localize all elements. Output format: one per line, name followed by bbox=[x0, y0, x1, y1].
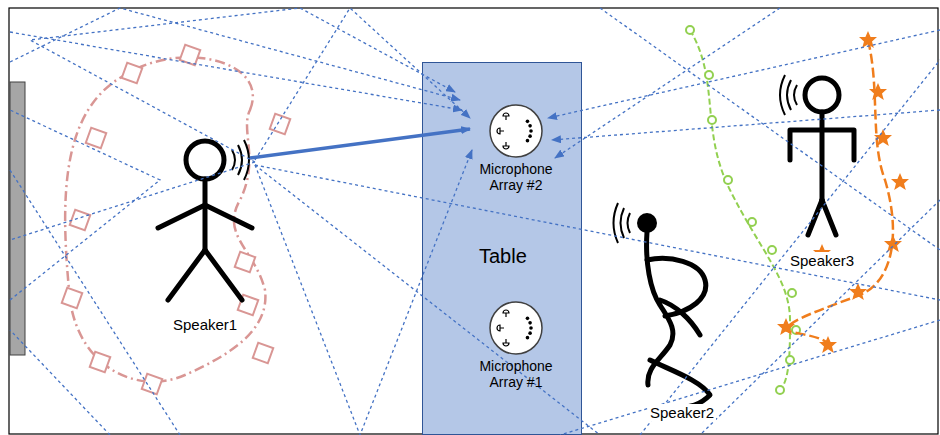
table-label: Table bbox=[479, 245, 527, 268]
microphone-array-symbol bbox=[488, 103, 544, 159]
microphone-array-label: Microphone Array #2 bbox=[468, 161, 564, 193]
speaker-label: Speaker1 bbox=[171, 316, 239, 333]
microphone-array-symbol bbox=[488, 300, 544, 356]
microphone-array: Microphone Array #1 bbox=[468, 300, 564, 390]
speaker-label: Speaker3 bbox=[788, 252, 856, 269]
speaker-label: Speaker2 bbox=[648, 404, 716, 421]
microphone-array-label: Microphone Array #1 bbox=[468, 358, 564, 390]
table-box: Table Microphone Array #2 Microphone Array… bbox=[422, 62, 582, 435]
microphone-array: Microphone Array #2 bbox=[468, 103, 564, 193]
